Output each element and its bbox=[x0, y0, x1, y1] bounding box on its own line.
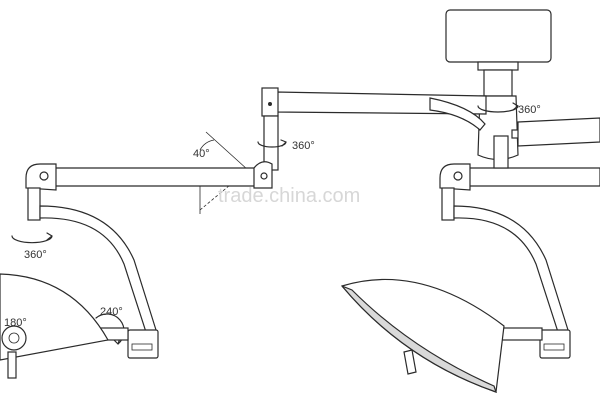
tilt-dashed-line bbox=[199, 179, 237, 211]
left-head-pivot bbox=[1, 325, 27, 351]
main-arm-brace bbox=[429, 97, 486, 131]
right-head-rim bbox=[341, 285, 497, 393]
left-spring-arm-post bbox=[27, 187, 41, 221]
label-ceiling-rotation: 360° bbox=[518, 104, 541, 116]
left-head-pivot-inner bbox=[8, 332, 20, 344]
label-main-arm-rotation: 360° bbox=[292, 140, 315, 152]
tilt-arc bbox=[199, 139, 215, 151]
label-yoke-rotation: 240° bbox=[100, 306, 123, 318]
right-arm-body bbox=[455, 167, 600, 187]
arc-arrowhead bbox=[512, 102, 519, 111]
label-head-rotation: 180° bbox=[4, 317, 27, 329]
ceiling-canopy bbox=[445, 9, 552, 63]
right-control-panel bbox=[543, 343, 565, 351]
right-light-head bbox=[340, 278, 505, 393]
left-light-assembly bbox=[0, 187, 159, 379]
right-light-assembly bbox=[340, 187, 571, 393]
knuckle-pivot bbox=[260, 172, 268, 180]
mount-tube bbox=[483, 69, 513, 97]
angle-labels: 360° 360° 40° 360° 240° 180° bbox=[4, 104, 541, 329]
watermark-text: trade.china.com bbox=[218, 185, 360, 207]
arc-spring-arm-rotation bbox=[11, 235, 53, 244]
right-elbow-pivot bbox=[453, 171, 463, 181]
left-control-panel bbox=[131, 343, 153, 351]
left-light-head bbox=[0, 273, 109, 361]
tilt-angle-line bbox=[205, 131, 249, 171]
left-sterile-handle bbox=[7, 351, 17, 379]
arc-arrowhead bbox=[46, 232, 53, 241]
joint-pin bbox=[268, 102, 272, 106]
right-horizontal-arm bbox=[439, 135, 600, 191]
right-spring-arm-post bbox=[441, 187, 455, 221]
arc-arrowhead bbox=[280, 139, 287, 147]
label-arm-tilt: 40° bbox=[193, 148, 210, 160]
elbow-pivot bbox=[39, 171, 49, 181]
horizontal-arm-body bbox=[35, 167, 271, 187]
right-sterile-handle bbox=[403, 349, 417, 375]
main-arm bbox=[261, 87, 600, 147]
arc-ceiling-rotation bbox=[477, 105, 519, 113]
left-horizontal-arm bbox=[25, 161, 273, 191]
second-main-arm bbox=[517, 117, 600, 147]
label-spring-arm-rotation: 360° bbox=[24, 249, 47, 261]
right-arm-drop bbox=[493, 135, 509, 169]
canopy-collar bbox=[477, 61, 519, 71]
